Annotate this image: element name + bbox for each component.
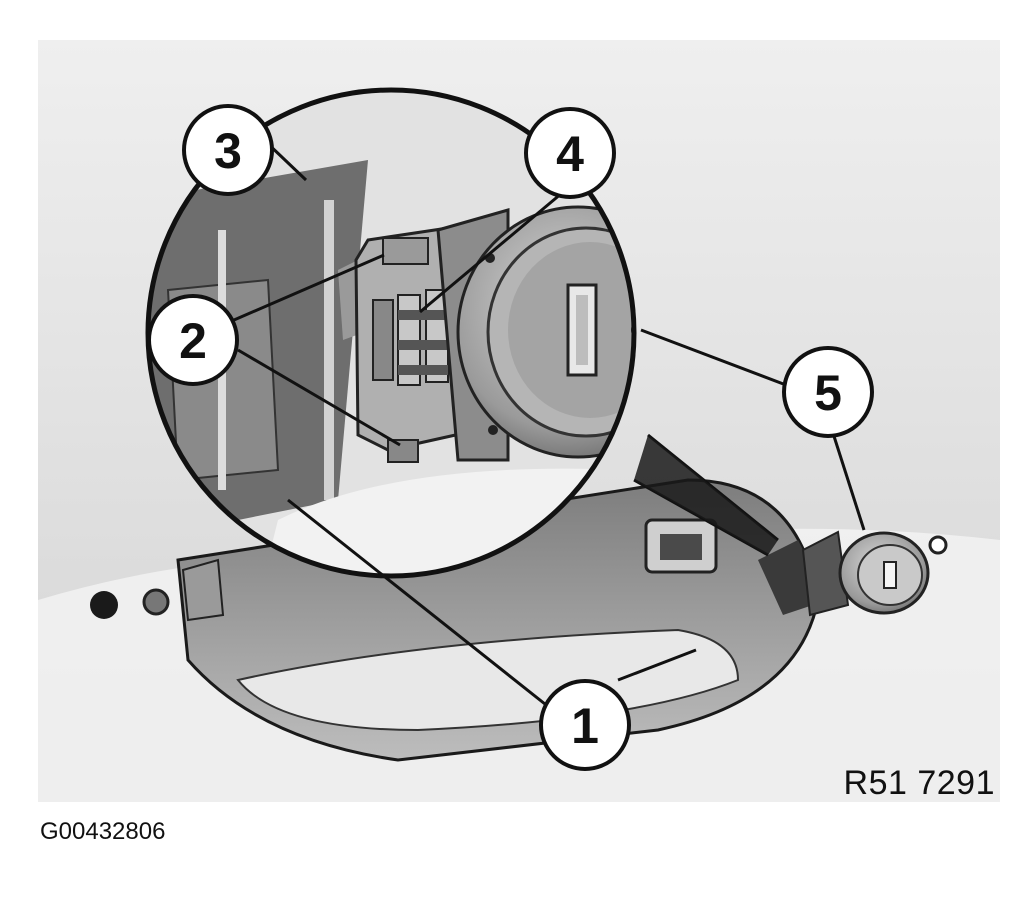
figure-id: G00432806 xyxy=(40,818,166,845)
diagram-illustration: 1 2 3 4 5 xyxy=(38,40,1000,802)
mount-bracket xyxy=(181,558,225,622)
callout-4: 4 xyxy=(524,107,616,199)
callout-1: 1 xyxy=(539,679,631,771)
lock-rod-2 xyxy=(324,200,334,500)
callout-4-label: 4 xyxy=(556,126,584,182)
lock-cylinder-small xyxy=(801,530,948,617)
magnified-inset xyxy=(145,87,637,579)
callout-2-label: 2 xyxy=(179,313,207,369)
reference-code: R51 7291 xyxy=(843,764,995,802)
callout-2: 2 xyxy=(147,294,239,386)
callout-3-label: 3 xyxy=(214,123,242,179)
door-lock-diagram: 1 2 3 4 5 xyxy=(38,40,1000,802)
callout-5-label: 5 xyxy=(814,365,842,421)
screw-hole xyxy=(90,591,118,619)
bolt-icon xyxy=(142,588,170,616)
callout-5: 5 xyxy=(782,346,874,438)
callout-3: 3 xyxy=(182,104,274,196)
callout-1-label: 1 xyxy=(571,698,599,754)
